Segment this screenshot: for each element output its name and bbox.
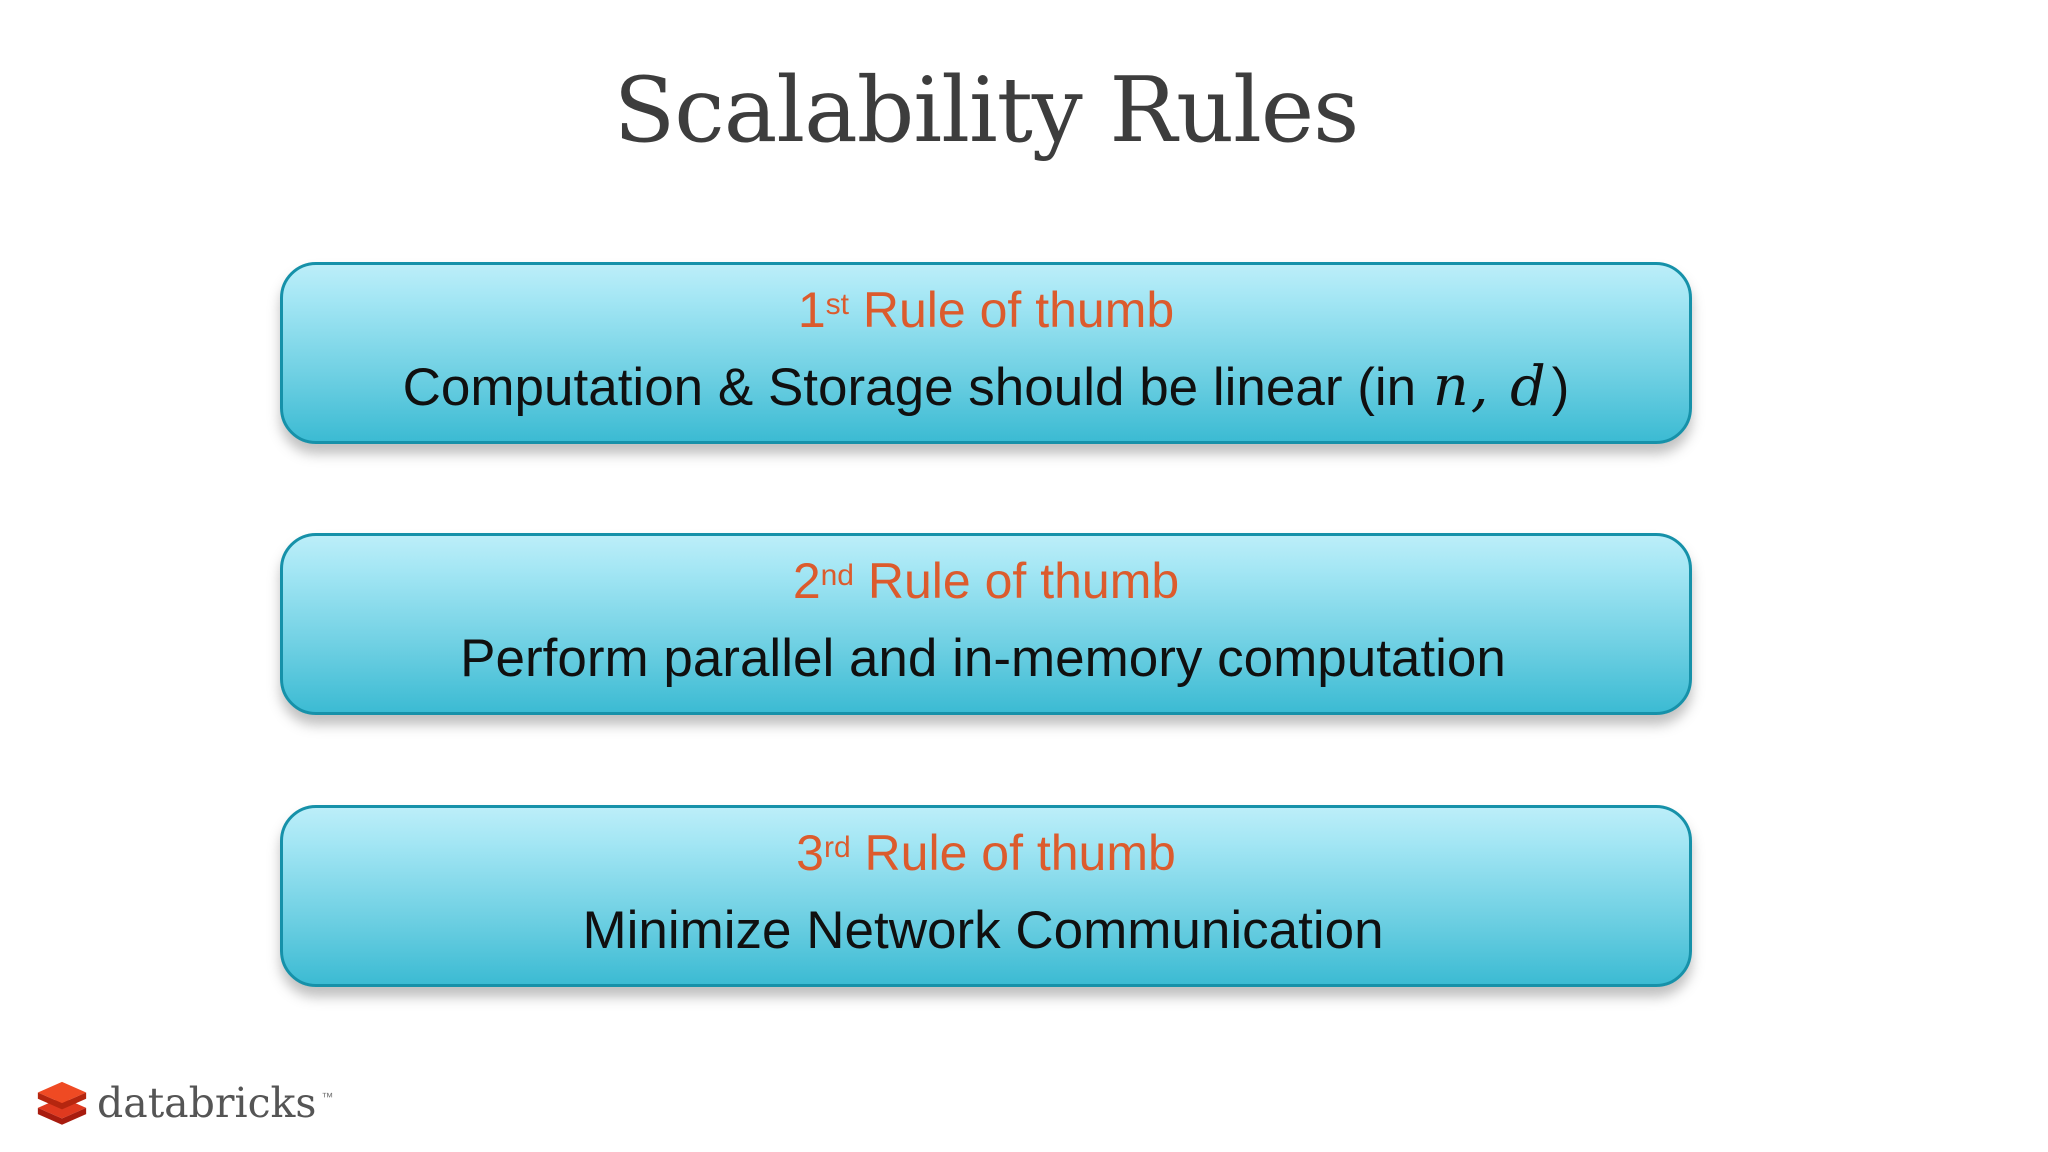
rule-3-heading: 3rd Rule of thumb	[796, 826, 1176, 881]
rule-2-heading: 2nd Rule of thumb	[793, 554, 1179, 609]
rule-3-math-vars	[1384, 897, 1390, 962]
rule-3-body-text: Minimize Network Communication	[582, 901, 1384, 960]
databricks-bricks-icon	[34, 1080, 90, 1130]
rule-2-body-text: Perform parallel and in-memory computati…	[460, 629, 1506, 688]
rule-2-heading-text: Rule of thumb	[854, 553, 1180, 609]
rule-1-number: 1	[797, 282, 826, 338]
rule-1-body-suffix: )	[1551, 358, 1570, 417]
rule-2-body: Perform parallel and in-memory computati…	[460, 626, 1512, 690]
rule-1-heading-text: Rule of thumb	[848, 282, 1175, 338]
trademark-symbol: ™	[321, 1090, 334, 1104]
rule-3-body: Minimize Network Communication	[582, 898, 1389, 962]
rule-2-math-vars	[1506, 625, 1512, 690]
rule-box-1: 1st Rule of thumb Computation & Storage …	[280, 262, 1692, 444]
rule-2-number: 2	[792, 553, 821, 609]
rule-1-ordinal: st	[825, 287, 849, 321]
rule-box-3: 3rd Rule of thumb Minimize Network Commu…	[280, 805, 1692, 987]
rule-3-number: 3	[796, 825, 824, 881]
rule-2-ordinal: nd	[820, 558, 854, 592]
rule-3-ordinal: rd	[823, 830, 851, 864]
rule-1-math-vars: n, d	[1432, 354, 1548, 419]
rule-box-2: 2nd Rule of thumb Perform parallel and i…	[280, 533, 1692, 715]
rule-3-heading-text: Rule of thumb	[850, 825, 1176, 881]
rule-1-body-text: Computation & Storage should be linear (…	[402, 358, 1431, 417]
rule-1-body: Computation & Storage should be linear (…	[403, 355, 1570, 419]
rule-1-heading: 1st Rule of thumb	[798, 283, 1174, 338]
databricks-wordmark: databricks	[97, 1078, 317, 1127]
databricks-logo: databricks ™	[34, 1080, 333, 1130]
page-title: Scalability Rules	[613, 58, 1360, 163]
